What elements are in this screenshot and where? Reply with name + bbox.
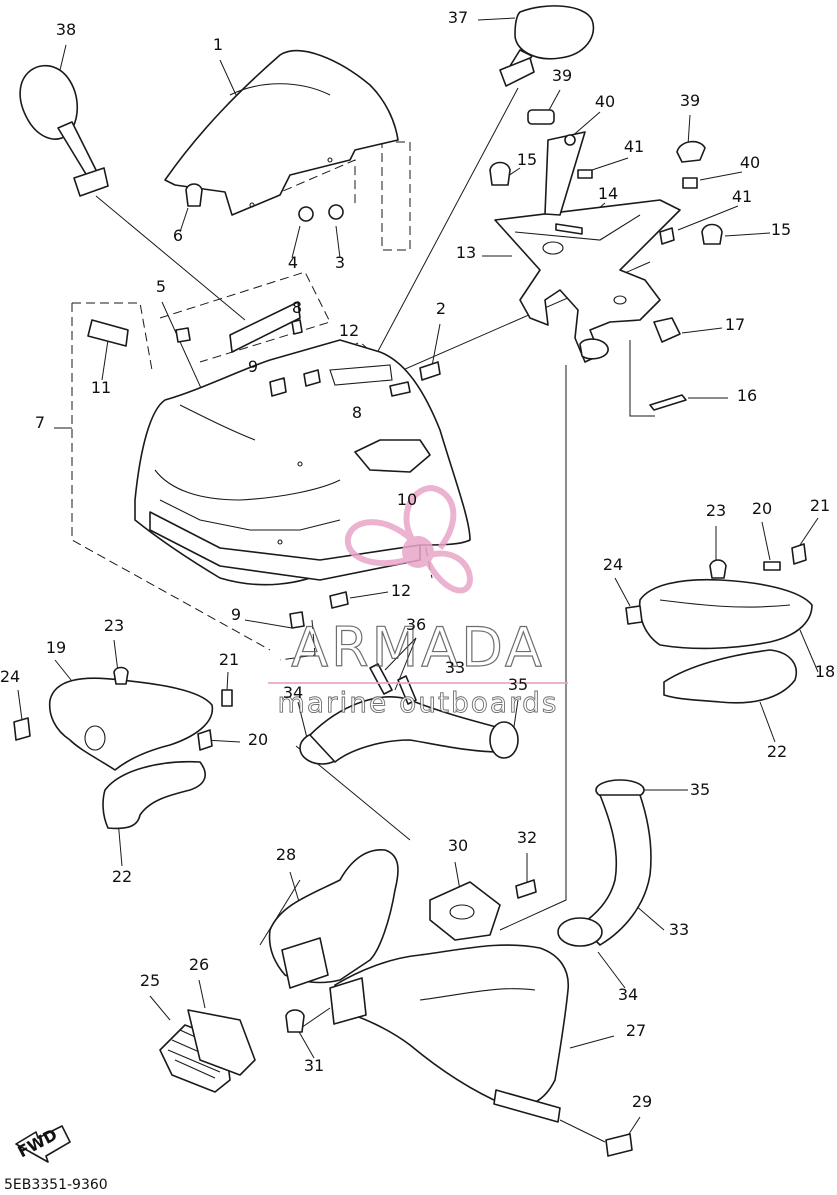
callout-8: 8 [292,298,302,317]
callout-1: 1 [213,35,223,54]
cowling-fasteners [87,183,441,629]
callout-41: 41 [732,187,752,206]
callout-21: 21 [810,496,830,515]
callout-31: 31 [304,1056,324,1075]
callout-38: 38 [56,20,76,39]
intake-grilles [159,1009,256,1093]
fwd-arrow: FWD [14,1125,71,1163]
callout-3: 3 [335,253,345,272]
lower-air-ducts [268,849,569,1123]
callout-12: 12 [391,581,411,600]
callout-20: 20 [752,499,772,518]
callout-39: 39 [680,91,700,110]
callout-34: 34 [283,683,303,702]
lower-intake-hose [557,779,652,947]
callout-30: 30 [448,836,468,855]
callout-29: 29 [632,1092,652,1111]
callout-25: 25 [140,971,160,990]
callout-12: 12 [339,321,359,340]
callout-26: 26 [189,955,209,974]
callout-35: 35 [690,780,710,799]
callout-19: 19 [46,638,66,657]
callout-37: 37 [448,8,468,27]
callout-27: 27 [626,1021,646,1040]
callout-22: 22 [112,867,132,886]
callout-17: 17 [725,315,745,334]
callout-35: 35 [508,675,528,694]
windscreen [164,49,399,216]
lower-fasteners [285,879,633,1157]
callout-7: 7 [35,413,45,432]
callout-22: 22 [767,742,787,761]
brand-watermark: ARMADA marine outboards [268,484,568,719]
callout-41: 41 [624,137,644,156]
callout-11: 11 [91,378,111,397]
callout-15: 15 [771,220,791,239]
callout-9: 9 [231,605,241,624]
callout-15: 15 [517,150,537,169]
upper-intake-hose [299,663,519,765]
fairing-stay-bracket [494,131,681,363]
mirror-left [19,64,109,197]
callout-32: 32 [517,828,537,847]
right-air-duct [625,543,813,704]
callout-labels: 1234567889910111212131415151617181920202… [0,8,835,1111]
callout-8: 8 [352,403,362,422]
callout-2: 2 [436,299,446,318]
callout-21: 21 [219,650,239,669]
callout-33: 33 [445,658,465,677]
callout-28: 28 [276,845,296,864]
brand-name: ARMADA [291,616,545,679]
callout-33: 33 [669,920,689,939]
brand-tagline: marine outboards [278,686,559,719]
callout-13: 13 [456,243,476,262]
callout-24: 24 [0,667,20,686]
callout-18: 18 [815,662,835,681]
fasteners-top-right [489,109,723,411]
callout-20: 20 [248,730,268,749]
callout-39: 39 [552,66,572,85]
callout-9: 9 [248,357,258,376]
left-air-duct [13,666,233,830]
callout-14: 14 [598,184,618,203]
callout-4: 4 [288,253,298,272]
callout-16: 16 [737,386,757,405]
callout-36: 36 [406,615,426,634]
callout-23: 23 [104,616,124,635]
mirror-right [499,5,595,87]
callout-34: 34 [618,985,638,1004]
callout-24: 24 [603,555,623,574]
callout-23: 23 [706,501,726,520]
callout-40: 40 [740,153,760,172]
callout-5: 5 [156,277,166,296]
callout-40: 40 [595,92,615,111]
callout-6: 6 [173,226,183,245]
reference-code: 5EB3351-9360 [4,1177,108,1193]
callout-10: 10 [397,490,417,509]
propeller-icon [344,484,474,594]
